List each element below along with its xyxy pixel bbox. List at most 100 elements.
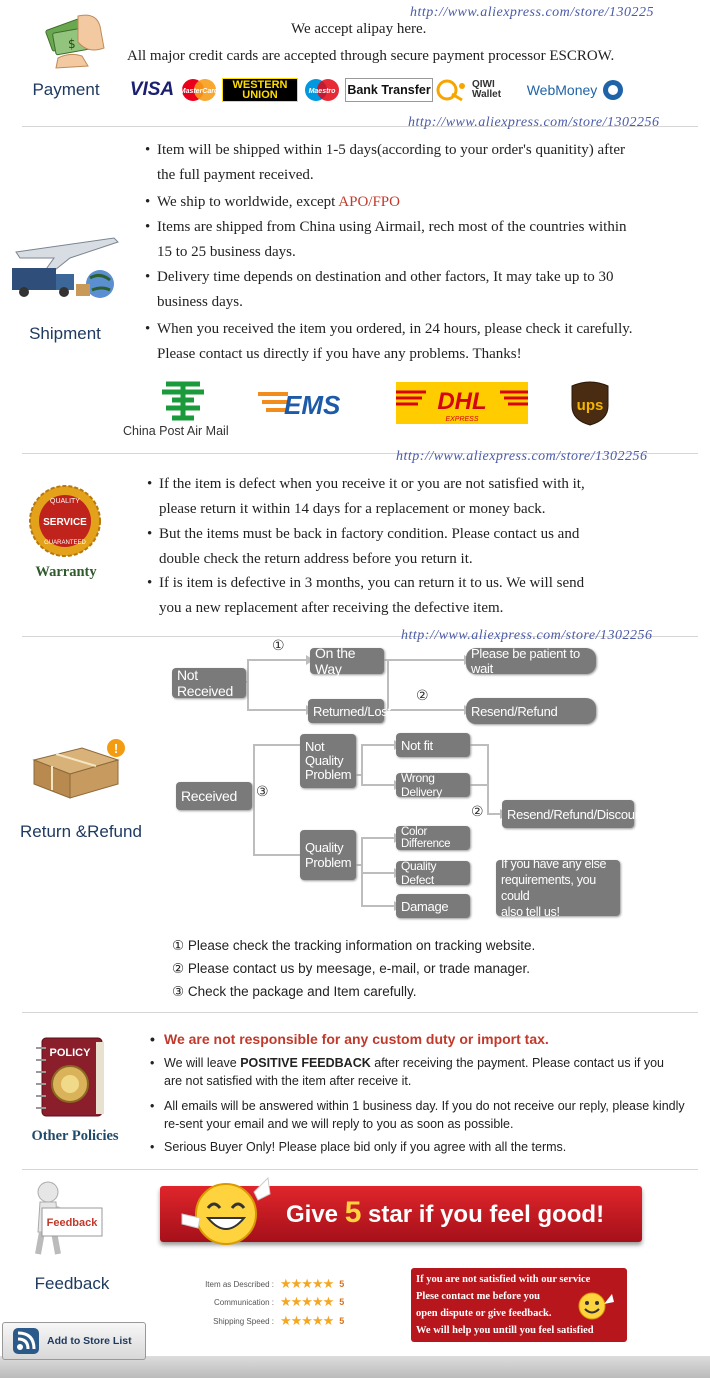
payment-line-1: We accept alipay here.	[291, 21, 427, 37]
satisfaction-text: If you are not satisfied with our servic…	[416, 1274, 594, 1336]
rating-label: Item as Described :	[205, 1279, 274, 1289]
policy-book-icon: POLICY	[30, 1034, 108, 1120]
rating-value: 5	[339, 1279, 345, 1289]
rating-row: Shipping Speed : ★★★★★ 5	[200, 1313, 344, 1329]
bank-transfer-logo: Bank Transfer	[345, 78, 433, 102]
feedback-figure-icon: Feedback	[28, 1178, 106, 1258]
shipment-bullet-1: •Item will be shipped within 1-5 days(ac…	[145, 142, 625, 183]
rating-stars-icon: ★★★★★	[280, 1276, 334, 1291]
five-star-banner-text: Give 5 star if you feel good!	[286, 1196, 605, 1229]
rating-label: Shipping Speed :	[213, 1316, 274, 1326]
ems-logo: EMS	[258, 388, 356, 420]
ups-text: ups	[577, 397, 604, 414]
flow-mark-3: ③	[256, 784, 269, 800]
warranty-label: Warranty	[35, 564, 97, 580]
smiley-icon	[576, 1290, 616, 1322]
badge-mid-text: SERVICE	[43, 517, 87, 528]
add-to-store-list-label: Add to Store List	[47, 1335, 132, 1347]
add-to-store-list-button[interactable]: Add to Store List	[2, 1322, 146, 1360]
badge-bottom-text: GUARANTEED	[44, 540, 86, 546]
other-policies-label: Other Policies	[31, 1128, 119, 1144]
flow-mark-1: ①	[272, 638, 285, 654]
shipment-bullet-4: •Delivery time depends on destination an…	[145, 269, 614, 310]
warranty-bullet-3: •If is item is defective in 3 months, yo…	[147, 575, 585, 616]
flow-returned-lost: Returned/Lost	[308, 699, 391, 723]
bottom-bar	[0, 1356, 710, 1378]
payment-label: Payment	[32, 80, 100, 99]
flow-quality-defect: Quality Defect	[396, 859, 470, 887]
svg-text:!: !	[114, 741, 118, 756]
rating-row: Item as Described : ★★★★★ 5	[200, 1276, 344, 1292]
policy-2: •We will leave POSITIVE FEEDBACK after r…	[150, 1056, 664, 1088]
rating-value: 5	[339, 1316, 345, 1326]
store-url[interactable]: http://www.aliexpress.com/store/1302256	[401, 628, 653, 643]
rating-label: Communication :	[213, 1297, 274, 1307]
refund-note-2: ② Please contact us by meesage, e-mail, …	[172, 961, 531, 976]
webmoney-logo: WebMoney	[522, 78, 630, 102]
flow-mark-2: ②	[416, 688, 429, 704]
flow-wrong-delivery: Wrong Delivery	[396, 771, 470, 799]
rating-value: 5	[339, 1297, 345, 1307]
separator	[22, 1169, 698, 1170]
store-url[interactable]: http://www.aliexpress.com/store/1302256	[408, 115, 660, 130]
dhl-text: DHL	[437, 388, 486, 415]
policy-3: •All emails will be answered within 1 bu…	[150, 1099, 685, 1131]
quality-badge-icon: QUALITY SERVICE GUARANTEED	[28, 484, 102, 558]
warranty-bullet-1: •If the item is defect when you receive …	[147, 476, 585, 517]
rating-stars-icon: ★★★★★	[280, 1313, 334, 1328]
shipment-label: Shipment	[29, 324, 101, 343]
flow-on-the-way: On the Way	[310, 645, 384, 677]
rating-row: Communication : ★★★★★ 5	[200, 1294, 344, 1310]
flow-be-patient: Please be patient to wait	[466, 646, 596, 676]
separator	[22, 1012, 698, 1013]
svg-text:$: $	[68, 37, 76, 51]
ups-logo: ups	[570, 380, 610, 426]
warranty-bullet-2: •But the items must be back in factory c…	[147, 526, 580, 567]
visa-logo: VISA	[129, 79, 175, 100]
china-post-logo	[158, 378, 208, 422]
airplane-truck-icon	[10, 228, 122, 308]
mastercard-text: MasterCard	[180, 88, 219, 95]
shipment-bullet-3: •Items are shipped from China using Airm…	[145, 219, 627, 260]
rating-stars-icon: ★★★★★	[280, 1294, 334, 1309]
store-url[interactable]: http://www.aliexpress.com/store/130225	[410, 5, 655, 20]
policy-1: •We are not responsible for any custom d…	[150, 1031, 549, 1047]
flow-received: Received	[176, 782, 252, 810]
return-refund-label: Return &Refund	[20, 822, 142, 841]
dhl-logo: DHL EXPRESS	[396, 382, 528, 424]
flow-resend-refund-discount: Resend/Refund/Discount	[502, 800, 645, 828]
flow-damage: Damage	[396, 894, 470, 918]
badge-top-text: QUALITY	[50, 498, 80, 505]
money-hand-icon: $	[38, 8, 108, 70]
flow-not-received: Not Received	[172, 667, 246, 699]
separator	[22, 636, 698, 637]
policy-book-title: POLICY	[50, 1047, 92, 1059]
shipment-bullet-5: •When you received the item you ordered,…	[145, 321, 633, 362]
separator	[22, 453, 698, 454]
policy-4: •Serious Buyer Only! Please place bid on…	[150, 1140, 567, 1154]
feedback-label: Feedback	[34, 1274, 110, 1293]
flow-mark-2b: ②	[471, 804, 484, 820]
mastercard-logo: MasterCard	[178, 78, 220, 102]
flow-color-difference: Color Difference	[396, 826, 470, 850]
ems-text: EMS	[284, 390, 341, 420]
maestro-logo: Maestro	[302, 78, 342, 102]
separator	[22, 126, 698, 127]
rss-icon	[13, 1328, 39, 1354]
refund-note-3: ③ Check the package and Item carefully.	[172, 984, 417, 999]
store-url[interactable]: http://www.aliexpress.com/store/1302256	[396, 449, 648, 464]
china-post-label: China Post Air Mail	[123, 424, 229, 438]
payment-line-2: All major credit cards are accepted thro…	[127, 48, 615, 64]
thumbs-up-smiley-icon	[178, 1174, 274, 1250]
dhl-sub-text: EXPRESS	[445, 416, 478, 423]
shipment-bullet-2: •We ship to worldwide, except APO/FPO	[145, 194, 400, 210]
feedback-sign-text: Feedback	[47, 1217, 99, 1229]
package-icon: !	[26, 738, 128, 800]
flow-not-fit: Not fit	[396, 733, 470, 757]
refund-note-1: ① Please check the tracking information …	[172, 938, 536, 953]
flow-resend-refund: Resend/Refund	[466, 698, 596, 724]
